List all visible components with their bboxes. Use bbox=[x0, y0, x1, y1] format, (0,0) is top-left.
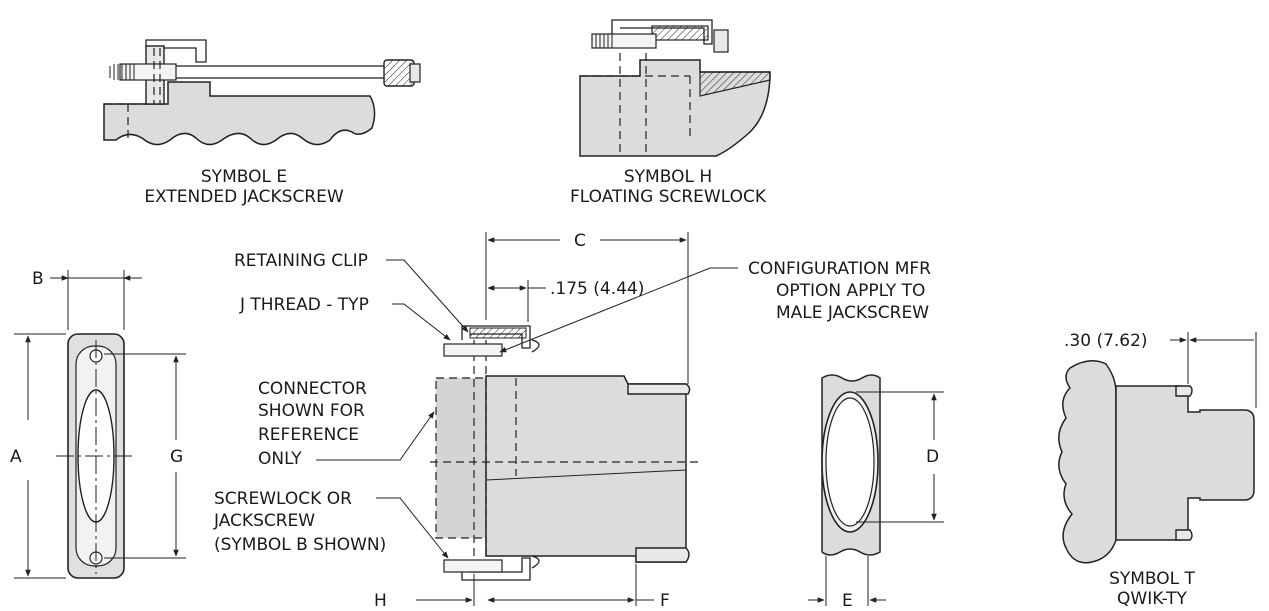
symbol-h-view bbox=[579, 19, 771, 157]
symbol-h-caption-line1: SYMBOL H bbox=[624, 167, 712, 187]
symbol-t-caption-line2: QWIK-TY bbox=[1117, 589, 1188, 609]
callout-config-line2: OPTION APPLY TO bbox=[776, 281, 925, 301]
callout-connector-line3: REFERENCE bbox=[258, 425, 359, 445]
callout-screwlock-line3: (SYMBOL B SHOWN) bbox=[214, 535, 386, 555]
callout-retaining-clip: RETAINING CLIP bbox=[234, 251, 368, 271]
front-view bbox=[14, 270, 186, 579]
callout-j-thread: J THREAD - TYP bbox=[239, 295, 369, 315]
symbol-e-view bbox=[103, 39, 421, 146]
callout-config-line1: CONFIGURATION MFR bbox=[748, 259, 931, 279]
dim-c-label: C bbox=[574, 231, 586, 251]
dim-e-label: E bbox=[842, 591, 853, 611]
callout-screwlock-line2: JACKSCREW bbox=[213, 511, 315, 531]
symbol-t-view bbox=[1058, 332, 1257, 564]
dim-30-label: .30 (7.62) bbox=[1064, 331, 1148, 351]
dim-g-label: G bbox=[170, 447, 183, 467]
symbol-h-caption-line2: FLOATING SCREWLOCK bbox=[570, 187, 767, 207]
symbol-e-caption-line2: EXTENDED JACKSCREW bbox=[144, 187, 344, 207]
dim-175-label: .175 (4.44) bbox=[550, 279, 644, 299]
side-view bbox=[316, 232, 738, 606]
dim-d-label: D bbox=[926, 447, 939, 467]
callout-connector-line1: CONNECTOR bbox=[258, 379, 367, 399]
dim-h-label: H bbox=[374, 591, 387, 611]
callout-config-line3: MALE JACKSCREW bbox=[776, 303, 929, 323]
callout-screwlock-line1: SCREWLOCK OR bbox=[214, 489, 352, 509]
dim-f-label: F bbox=[660, 591, 670, 611]
symbol-t-caption-line1: SYMBOL T bbox=[1109, 569, 1195, 589]
symbol-e-caption-line1: SYMBOL E bbox=[201, 167, 287, 187]
callout-connector-line4: ONLY bbox=[258, 449, 302, 469]
dim-b-label: B bbox=[32, 269, 44, 289]
section-view bbox=[808, 374, 944, 606]
dim-a-label: A bbox=[10, 447, 22, 467]
callout-connector-line2: SHOWN FOR bbox=[258, 401, 365, 421]
